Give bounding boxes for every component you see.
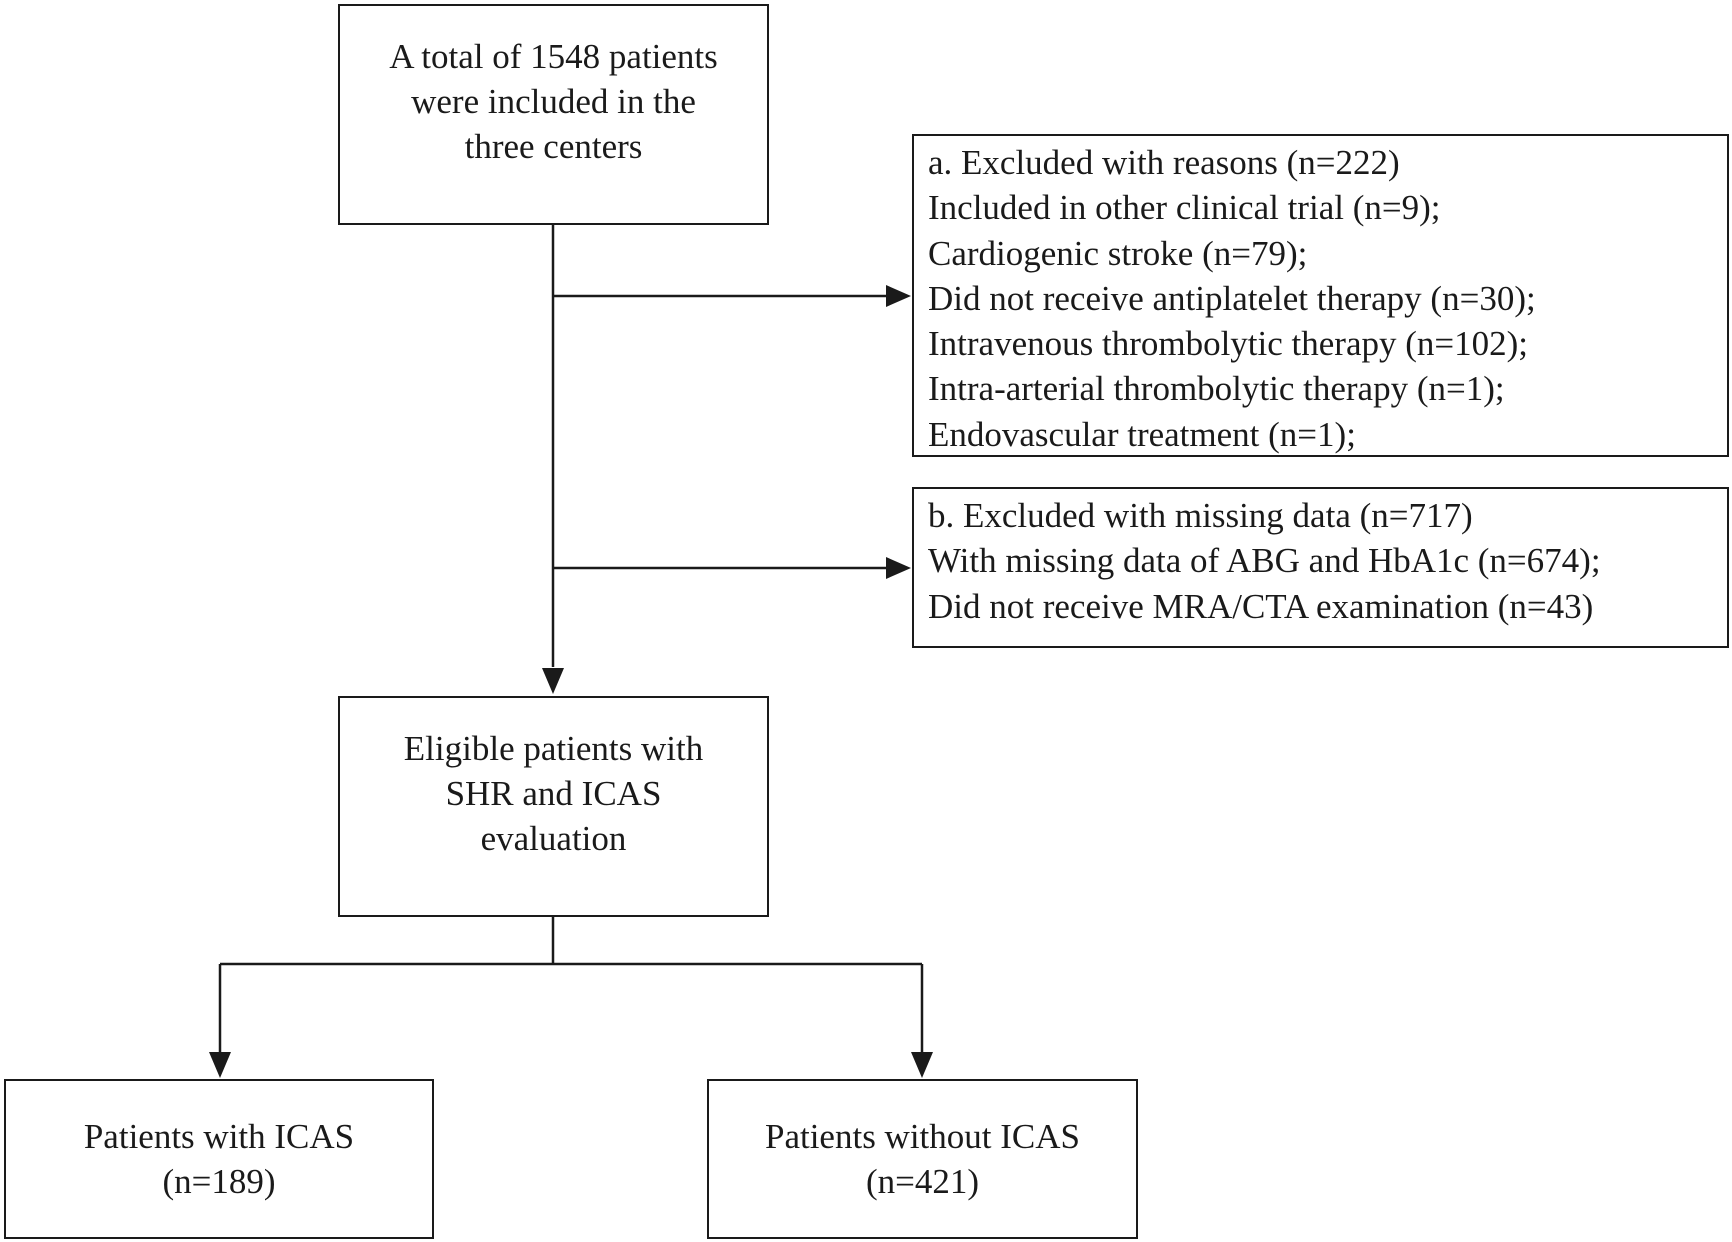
arrowhead-to-exclusion-b [886, 557, 911, 579]
exclusion-a-item: Cardiogenic stroke (n=79); [928, 233, 1308, 273]
exclusion-b-title: b. Excluded with missing data (n=717) [928, 496, 1473, 535]
total-line-1: A total of 1548 patients [389, 37, 718, 76]
eligible-patients-box: Eligible patients with SHR and ICAS eval… [338, 696, 769, 917]
eligible-line-3: evaluation [480, 819, 627, 858]
eligible-line-2: SHR and ICAS [445, 774, 662, 813]
without-icas-box: Patients without ICAS (n=421) [707, 1079, 1138, 1239]
exclusion-b-item: Did not receive MRA/CTA examination (n=4… [928, 586, 1594, 626]
with-icas-count: (n=189) [162, 1162, 276, 1201]
arrowhead-to-exclusion-a [886, 285, 911, 307]
exclusion-a-title: a. Excluded with reasons (n=222) [928, 143, 1400, 182]
without-icas-label: Patients without ICAS [764, 1117, 1081, 1156]
exclusion-a-item: Intra-arterial thrombolytic therapy (n=1… [928, 369, 1505, 409]
exclusion-b-item: With missing data of ABG and HbA1c (n=67… [928, 541, 1601, 581]
with-icas-box: Patients with ICAS (n=189) [4, 1079, 434, 1239]
exclusion-a-item: Intravenous thrombolytic therapy (n=102)… [928, 324, 1529, 364]
arrowhead-to-without-icas [911, 1052, 933, 1078]
total-patients-box: A total of 1548 patients were included i… [338, 4, 769, 225]
total-line-2: were included in the [411, 82, 696, 121]
exclusion-a-box: a. Excluded with reasons (n=222) Include… [912, 134, 1729, 457]
exclusion-a-item: Endovascular treatment (n=1); [928, 414, 1356, 454]
eligible-line-1: Eligible patients with [403, 729, 704, 768]
exclusion-a-item: Included in other clinical trial (n=9); [928, 188, 1441, 228]
arrowhead-to-eligible [542, 668, 564, 694]
arrowhead-to-with-icas [209, 1052, 231, 1078]
exclusion-b-box: b. Excluded with missing data (n=717) Wi… [912, 487, 1729, 648]
exclusion-a-item: Did not receive antiplatelet therapy (n=… [928, 278, 1536, 318]
without-icas-count: (n=421) [865, 1162, 980, 1201]
with-icas-label: Patients with ICAS [83, 1117, 355, 1156]
total-line-3: three centers [464, 127, 643, 166]
